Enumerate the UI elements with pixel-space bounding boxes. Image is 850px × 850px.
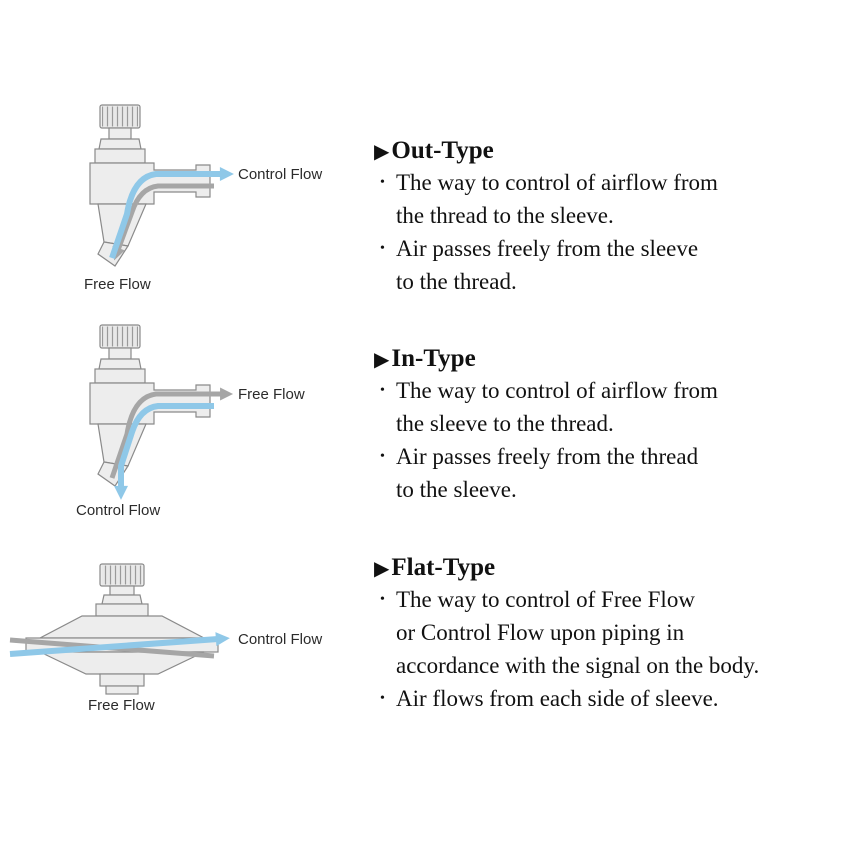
valve-body bbox=[25, 563, 219, 695]
control-flow-arrow bbox=[9, 632, 230, 657]
control-flow-label: Control Flow bbox=[76, 502, 160, 519]
bullet-line: accordance with the signal on the body. bbox=[396, 653, 760, 678]
in-type-diagram: Free Flow Control Flow bbox=[76, 324, 305, 519]
bullet-dot-icon: • bbox=[380, 241, 385, 256]
bullet-line: to the thread. bbox=[396, 269, 517, 294]
triangle-bullet-icon: ▶ bbox=[374, 556, 390, 580]
section-heading: ▶Flat-Type bbox=[374, 553, 814, 583]
bullet-item: • The way to control of airflow from the… bbox=[374, 166, 814, 232]
bullet-line: the sleeve to the thread. bbox=[396, 411, 614, 436]
bullet-dot-icon: • bbox=[380, 449, 385, 464]
bullet-dot-icon: • bbox=[380, 691, 385, 706]
free-flow-label: Free Flow bbox=[84, 276, 151, 293]
bullet-line: Air passes freely from the sleeve bbox=[396, 236, 699, 261]
free-flow-label: Free Flow bbox=[238, 386, 305, 403]
bullet-line: or Control Flow upon piping in bbox=[396, 620, 685, 645]
section-heading: ▶Out-Type bbox=[374, 136, 814, 166]
triangle-bullet-icon: ▶ bbox=[374, 139, 390, 163]
bullet-item: • The way to control of airflow from the… bbox=[374, 374, 814, 440]
flat-type-diagram: Control Flow Free Flow bbox=[9, 563, 322, 714]
bullet-item: • Air passes freely from the sleeve to t… bbox=[374, 232, 814, 298]
control-flow-label: Control Flow bbox=[238, 631, 322, 648]
bullet-dot-icon: • bbox=[380, 383, 385, 398]
control-flow-label: Control Flow bbox=[238, 166, 322, 183]
bullet-line: the thread to the sleeve. bbox=[396, 203, 614, 228]
flat-type-text: ▶Flat-Type • The way to control of Free … bbox=[374, 553, 814, 715]
control-flow-arrow bbox=[114, 403, 214, 500]
free-flow-arrow bbox=[112, 183, 214, 261]
heading-label: In-Type bbox=[391, 345, 476, 372]
section-heading: ▶In-Type bbox=[374, 344, 814, 374]
bullet-item: • Air passes freely from the thread to t… bbox=[374, 440, 814, 506]
heading-label: Flat-Type bbox=[391, 554, 496, 581]
bullet-line: The way to control of airflow from bbox=[396, 170, 718, 195]
bullet-line: The way to control of Free Flow bbox=[396, 587, 695, 612]
bullet-item: • The way to control of Free Flow or Con… bbox=[374, 583, 814, 682]
out-type-diagram: Control Flow Free Flow bbox=[84, 104, 322, 293]
heading-label: Out-Type bbox=[391, 137, 494, 164]
free-flow-label: Free Flow bbox=[88, 697, 155, 714]
free-flow-arrow bbox=[109, 387, 234, 479]
in-type-text: ▶In-Type • The way to control of airflow… bbox=[374, 344, 814, 506]
bullet-line: Air flows from each side of sleeve. bbox=[396, 686, 719, 711]
triangle-bullet-icon: ▶ bbox=[374, 347, 390, 371]
bullet-dot-icon: • bbox=[380, 175, 385, 190]
bullet-dot-icon: • bbox=[380, 592, 385, 607]
control-flow-arrow bbox=[109, 167, 234, 259]
bullet-line: The way to control of airflow from bbox=[396, 378, 718, 403]
out-type-text: ▶Out-Type • The way to control of airflo… bbox=[374, 136, 814, 298]
bullet-line: Air passes freely from the thread bbox=[396, 444, 699, 469]
bullet-line: to the sleeve. bbox=[396, 477, 517, 502]
bullet-item: • Air flows from each side of sleeve. bbox=[374, 682, 814, 715]
